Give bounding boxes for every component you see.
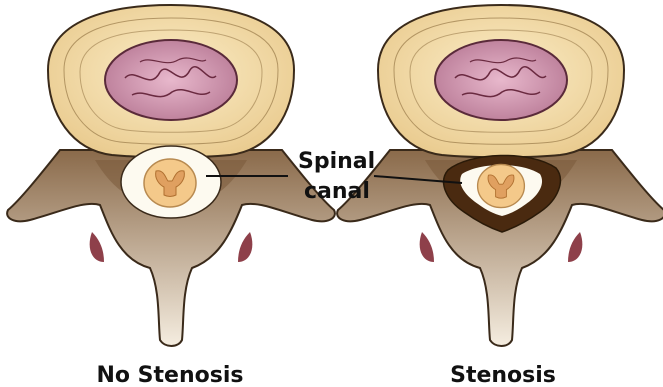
spinal-cord-compressed (478, 164, 525, 207)
caption-no-stenosis: No Stenosis (97, 363, 244, 387)
vertebra-stenosis (337, 5, 663, 346)
annotation-canal: canal (304, 179, 370, 204)
annotation-spinal: Spinal (298, 149, 375, 174)
spinal-cord-normal (144, 159, 196, 207)
caption-stenosis: Stenosis (450, 363, 556, 387)
